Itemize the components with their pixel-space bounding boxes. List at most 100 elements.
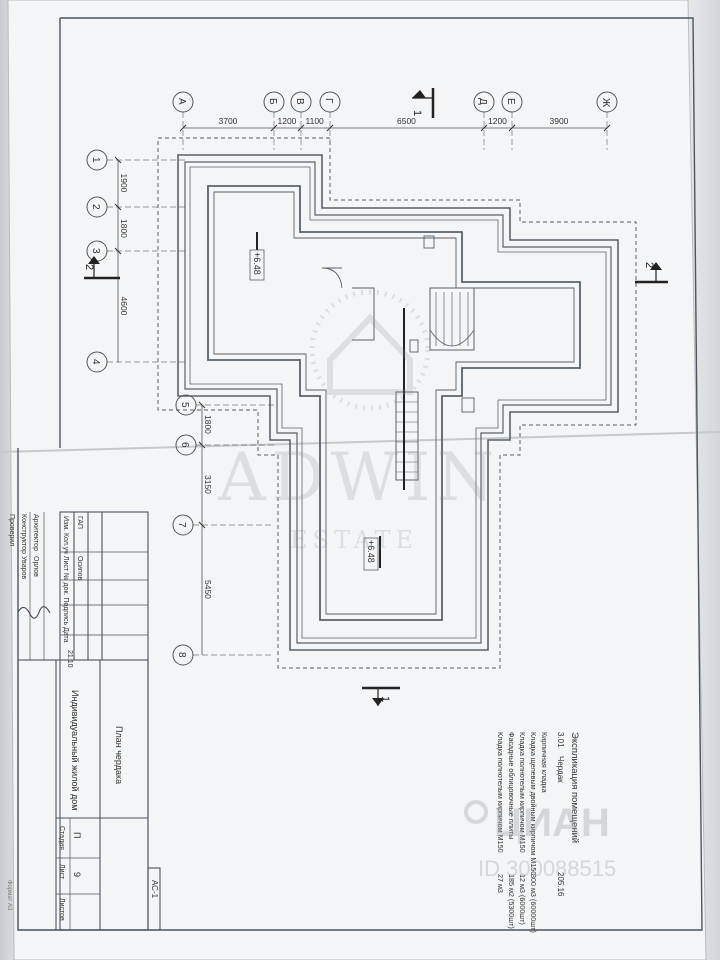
- axis-circle: [86, 149, 108, 171]
- axis-circle: [172, 514, 194, 536]
- axis-label: 3: [90, 248, 101, 254]
- axis-label: В: [294, 98, 305, 105]
- room-name: Чердак: [556, 756, 565, 783]
- revision-columns: Изм. Кол.уч Лист № док. Подпись Дата: [62, 516, 69, 643]
- stage-value: П: [72, 832, 82, 838]
- name-constructor: Уваров: [20, 556, 27, 579]
- svg-text:+6.48: +6.48: [366, 540, 376, 563]
- axis-label: 1: [90, 157, 101, 163]
- signature: [17, 606, 51, 619]
- material-qty: 185 м2 (5300шт): [507, 874, 516, 929]
- room-number: 3.01: [556, 732, 565, 748]
- stage-label: Стадия: [58, 826, 65, 850]
- axis-label: 7: [176, 522, 187, 528]
- sheet-label: Лист: [58, 864, 65, 880]
- section-marker-2-right: 2: [635, 262, 668, 284]
- role-architect: Архитектор: [32, 514, 39, 551]
- drawing-name: План чердака: [114, 726, 124, 784]
- dimension-value: 1800: [119, 219, 129, 238]
- room-area: 205.16: [556, 872, 565, 897]
- role-checker: Проверил: [8, 514, 15, 546]
- cian-watermark: ЦИАН ID 300088515: [464, 800, 616, 881]
- axis-circle: [501, 91, 523, 113]
- sheet-value: 9: [72, 872, 82, 877]
- brand-sub-text: ESTATE: [290, 526, 418, 554]
- dimension-value: 3900: [550, 116, 569, 126]
- material-name: Кладка щелевым двойным кирпичом М150: [529, 732, 538, 875]
- axis-circle: [175, 394, 197, 416]
- axis-circle: [172, 644, 194, 666]
- axis-circle: [172, 91, 194, 113]
- dimension-line-top: 3700 1200 1100 6500 1200 3900: [179, 116, 611, 132]
- name-architect: Орлов: [32, 556, 39, 577]
- svg-text:+6.48: +6.48: [252, 252, 262, 275]
- section-label: 2: [83, 264, 95, 270]
- sheet-code: АС-1: [150, 880, 159, 899]
- material-qty: 12 м3 (6000шт): [518, 874, 527, 925]
- axis-label: Е: [505, 98, 516, 105]
- material-name: Кладка полнотелым кирпичом М150: [496, 732, 505, 853]
- section-label: 1: [379, 696, 391, 702]
- dimension-value: 1200: [278, 116, 297, 126]
- section-marker-2-left: 2: [83, 256, 120, 280]
- axis-label: А: [176, 98, 187, 105]
- level-mark-2: +6.48: [363, 537, 379, 571]
- project-name: Индивидуальный жилой дом: [70, 690, 80, 810]
- dimension-value: 1200: [488, 116, 507, 126]
- material-name: Кладка полнотелым кирпичом М150: [518, 732, 527, 853]
- dimension-value: 6500: [397, 116, 416, 126]
- cian-id: ID 300088515: [478, 856, 616, 881]
- axis-circle: [86, 351, 108, 373]
- level-mark-1: +6.48: [249, 249, 265, 281]
- section-label: 1: [411, 110, 423, 116]
- format-note: Формат A3: [6, 880, 12, 911]
- dimension-line-left: 1900 1800 4600 1800 3150 5450: [114, 156, 213, 655]
- axis-circle: [263, 91, 285, 113]
- section-marker-1-bottom: 1: [362, 686, 400, 706]
- material-qty: 27 м3: [496, 874, 505, 893]
- sheets-label: Листов: [58, 898, 65, 921]
- role-gap: ГАП: [76, 516, 83, 529]
- dimension-value: 4600: [119, 297, 129, 316]
- axis-circle: [596, 91, 618, 113]
- dimension-value: 1900: [119, 174, 129, 193]
- axis-label: Ж: [600, 98, 611, 108]
- brand-text: ADWIN: [217, 439, 500, 516]
- axis-label: Б: [267, 98, 278, 105]
- axis-circle: [86, 196, 108, 218]
- room-explication: Экспликация помещений 3.01 Чердак 205.16…: [496, 732, 580, 933]
- dimension-value: 1800: [203, 415, 213, 434]
- material-name: Фасадные облицовочные плиты: [507, 732, 516, 839]
- axis-label: Г: [323, 98, 334, 104]
- dimension-value: 3700: [219, 116, 238, 126]
- dimension-value: 1100: [306, 116, 325, 126]
- title-block: [17, 511, 161, 931]
- adwin-watermark: ADWIN ESTATE: [217, 289, 500, 554]
- axis-circle: [319, 91, 341, 113]
- axis-label: 4: [90, 359, 101, 365]
- paper-fold: [0, 431, 720, 453]
- axis-label: 5: [179, 402, 190, 408]
- material-name: Кирпичная кладка: [540, 732, 549, 793]
- axis-circle: [175, 434, 197, 456]
- dimension-value: 3150: [203, 475, 213, 494]
- role-constructor: Конструктор: [20, 514, 27, 554]
- axis-circle: [473, 91, 495, 113]
- explication-title: Экспликация помещений: [569, 732, 580, 843]
- dimension-value: 5450: [203, 580, 213, 599]
- section-label: 2: [643, 262, 655, 268]
- axis-label: 6: [179, 442, 190, 448]
- axis-label: Д: [477, 98, 488, 105]
- axis-label: 2: [90, 204, 101, 210]
- axis-circle: [290, 91, 312, 113]
- material-qty: 300 м3 (60000шт): [529, 874, 538, 933]
- cian-logo: ЦИАН: [494, 801, 610, 845]
- date-value: 21.10: [66, 650, 73, 668]
- axis-label: 8: [176, 652, 187, 658]
- section-marker-1-top: 1: [411, 88, 435, 118]
- name-gap: Осипов: [76, 556, 83, 581]
- title-block-text: Изм. Кол.уч Лист № док. Подпись Дата 21.…: [6, 514, 159, 921]
